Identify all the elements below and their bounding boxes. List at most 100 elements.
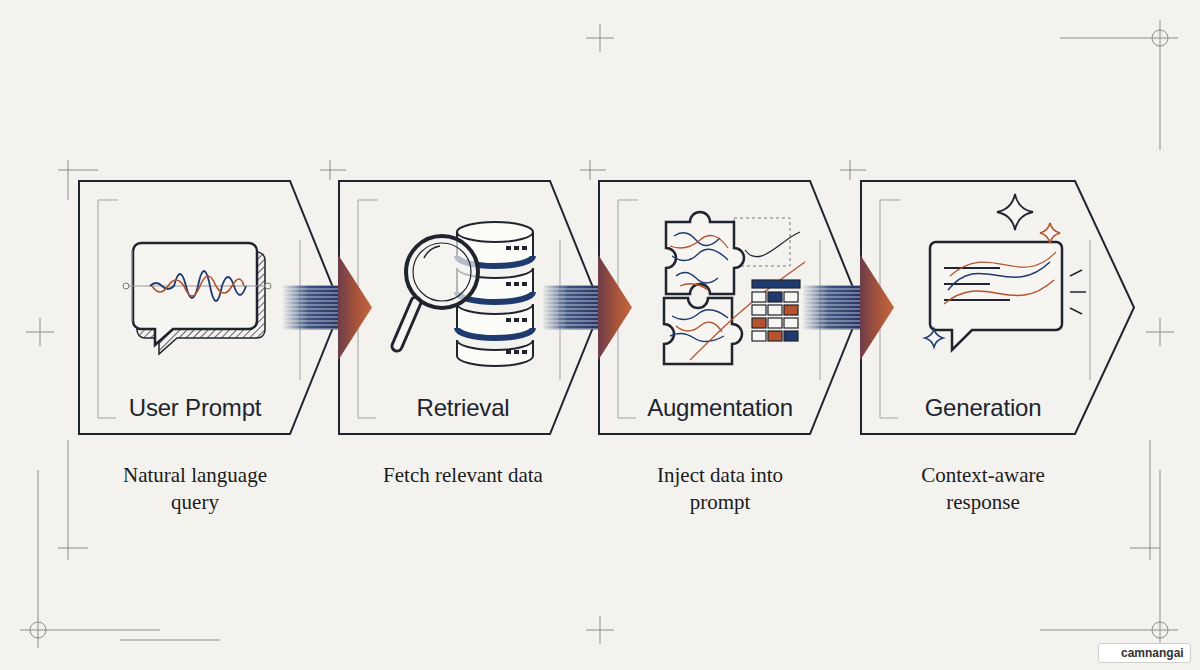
step-title: User Prompt [65,393,325,423]
database-icon-part [397,302,416,346]
crosshair-marks-part [20,612,56,648]
database-icon-part-part [522,350,527,354]
crosshair-marks-part [840,160,866,180]
puzzle-icon-part [670,310,728,342]
puzzle-icon-part [664,298,742,364]
database-icon-part-part [522,246,527,250]
puzzle-icon-part-part [768,331,782,341]
crosshair-marks-part [58,440,88,560]
crosshair-marks [20,20,1178,648]
response-bubble-icon-part [930,242,1062,350]
database-icon-part [457,222,533,242]
database-icon-part-part [506,318,511,322]
response-bubble-icon-part [944,280,1054,304]
puzzle-icon-part-part [768,305,782,315]
step-title: Retrieval [333,393,593,423]
crosshair-marks-part [1142,20,1178,56]
puzzle-icon-part-part [768,318,782,328]
arrow-head [598,255,632,361]
arrow-band [283,286,338,330]
puzzle-icon-part-part [768,292,782,302]
process-chevron: GenerationContext-aware response [860,180,1135,530]
puzzle-icon-part-part [752,305,766,315]
puzzle-icon-part-part [752,331,766,341]
database-icon-part-part [506,246,511,250]
database-icon-part [424,246,440,258]
arrow-head [338,255,372,361]
puzzle-icon-part-part [784,292,798,302]
puzzle-icon [664,212,805,364]
crosshair-marks-part [580,160,606,180]
database-icon-part-part [506,350,511,354]
database-icon-part [397,302,416,346]
prompt-bubble-icon-part [152,276,244,296]
puzzle-icon-part [676,322,722,332]
flow-arrow [543,255,632,361]
puzzle-icon-part [745,232,800,257]
database-icon [397,222,533,366]
prompt-bubble-icon [123,243,271,354]
database-icon-part [457,328,533,338]
database-icon-part-part [522,282,527,286]
database-icon-part [506,246,527,354]
flow-arrow [283,255,372,361]
puzzle-icon-part [670,236,728,291]
puzzle-icon-part-part [784,305,798,315]
crosshair-marks-part [120,640,220,641]
crosshair-marks-part [1130,440,1160,560]
crosshair-marks-part [38,470,160,630]
step-description: Natural language query [100,462,290,516]
database-icon-part-part [514,246,519,250]
watermark: camnangai [1098,643,1191,663]
inner-brackets [98,200,1090,418]
step-title: Augmentation [590,393,850,423]
puzzle-icon-part [752,280,800,341]
prompt-bubble-icon-part [132,250,133,322]
database-icon-part [406,236,478,308]
puzzle-icon-part-part [752,280,800,288]
puzzle-icon-part [690,262,805,360]
crosshair-marks-part [1146,318,1174,346]
response-bubble-icon-part [1040,223,1060,243]
arrow-head [860,255,894,361]
database-icon-part-part [514,282,519,286]
database-icon-part [457,304,533,338]
prompt-bubble-icon-part [150,271,246,301]
process-chevron: User PromptNatural language query [78,180,342,530]
crosshair-marks-part [1060,38,1160,150]
crosshair-marks-part [586,24,614,52]
flow-arrow [803,255,894,361]
prompt-bubble-icon-part [133,243,257,345]
puzzle-icon-part [666,212,744,294]
crosshair-marks-part [1040,470,1160,630]
arrow-band-texture [803,286,860,330]
arrow-band [543,286,598,330]
crosshair-marks-part [320,160,346,180]
puzzle-icon-part-part [752,292,766,302]
database-icon-part-part [522,318,527,322]
response-bubble-icon-part [997,194,1033,230]
database-icon-part-part [514,350,519,354]
inner-brackets-part [98,200,118,418]
arrow-band [803,286,860,330]
database-icon-part [457,340,533,366]
response-bubble-icon-part [1070,270,1086,314]
database-icon-part-part [506,282,511,286]
crosshair-marks-part [586,616,614,644]
database-icon-part [413,243,471,301]
prompt-bubble-icon-part [265,283,271,289]
response-bubble-icon-part [925,329,943,347]
crosshair-marks-part [26,318,54,346]
step-title: Generation [853,393,1113,423]
database-icon-part-part [514,318,519,322]
prompt-bubble-icon-part [123,283,129,289]
arrow-band-texture [543,286,598,330]
step-description: Fetch relevant data [383,462,543,489]
response-bubble-icon [925,194,1086,350]
step-description: Inject data into prompt [655,462,785,516]
arrow-band-texture [283,286,338,330]
puzzle-icon-part-part [784,331,798,341]
step-description: Context-aware response [898,462,1068,516]
